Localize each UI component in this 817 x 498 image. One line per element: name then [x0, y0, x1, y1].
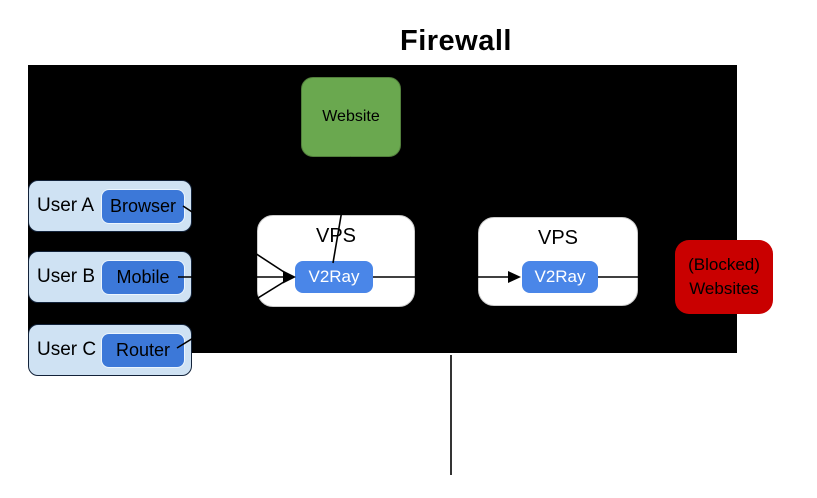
vps-1-label: VPS [315, 225, 357, 247]
vps-node-2: VPS [478, 217, 638, 306]
v2ray-1-label: V2Ray [308, 267, 360, 286]
v2ray-node-1: V2Ray [295, 261, 373, 293]
user-c-label: User C [37, 339, 97, 360]
device-browser-box: Browser [102, 189, 184, 223]
diagram-title: Firewall [400, 25, 512, 57]
device-router-label: Router [115, 339, 171, 360]
device-mobile-label: Mobile [116, 266, 170, 287]
user-a-label: User A [37, 195, 95, 216]
user-b-node: User B Mobile [28, 251, 192, 303]
v2ray-node-2: V2Ray [522, 261, 598, 293]
device-mobile-box: Mobile [102, 260, 184, 294]
website-label: Website [322, 108, 380, 125]
website-node: Website [301, 77, 401, 157]
blocked-label-line1: (Blocked) [688, 255, 760, 275]
user-c-node: User C Router [28, 324, 192, 376]
v2ray-2-label: V2Ray [534, 267, 586, 286]
user-a-node: User A Browser [28, 180, 192, 232]
blocked-websites-node: (Blocked) Websites [675, 240, 773, 314]
user-b-label: User B [37, 266, 96, 287]
device-browser-label: Browser [109, 195, 176, 216]
vps-2-label: VPS [537, 227, 579, 249]
device-router-box: Router [102, 333, 184, 367]
blocked-label-line2: Websites [689, 279, 759, 298]
